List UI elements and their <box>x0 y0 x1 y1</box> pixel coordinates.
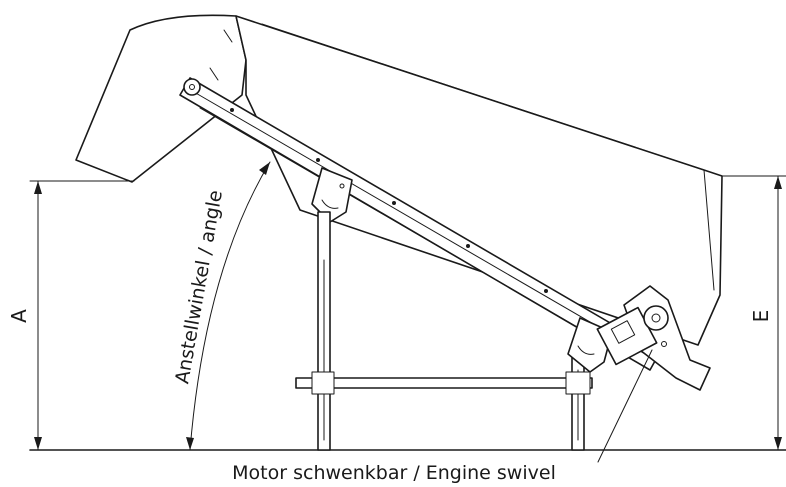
gearbox-window <box>610 320 636 344</box>
conveyor-beam <box>179 77 661 371</box>
angle-arc-arrow-bottom <box>186 437 194 450</box>
cover-top-fold <box>261 23 705 171</box>
brace-clamp-left <box>311 371 335 395</box>
angle-arc <box>189 161 271 451</box>
drive-pulley-hub <box>651 313 661 323</box>
chute-edge <box>209 67 219 81</box>
dimension-e-arrow-top <box>774 176 782 189</box>
head-pulley <box>183 78 201 96</box>
brace-clamp-right <box>565 371 591 395</box>
bracket-slot <box>321 199 339 209</box>
dimension-a-arrow-bottom <box>34 437 42 450</box>
dimension-e-arrow-bottom <box>774 437 782 450</box>
angle-label: Anstellwinkel / angle <box>171 189 227 386</box>
cover-housing <box>235 15 723 346</box>
motor-leader-line <box>597 349 653 463</box>
bracket-bolt <box>339 183 345 189</box>
drive-pulley <box>643 305 669 331</box>
dimension-e-label: E <box>749 310 773 323</box>
cover-right-fold <box>703 169 715 291</box>
chute-edge <box>223 29 233 43</box>
beam-centerline <box>193 91 653 359</box>
beam-rivets <box>230 108 548 293</box>
upper-mount-bracket <box>311 167 353 223</box>
dimension-a-arrow-top <box>34 181 42 194</box>
cross-brace <box>295 377 593 389</box>
inlet-chute <box>75 14 247 183</box>
lower-bracket-slot <box>577 345 595 355</box>
angle-arc-arrow-top <box>259 162 270 175</box>
motor-swivel-label: Motor schwenkbar / Engine swivel <box>232 462 556 484</box>
head-pulley-hub <box>189 84 195 90</box>
motor-bolt <box>661 341 667 347</box>
dimension-a-label: A <box>7 309 31 323</box>
beam-underside <box>199 107 611 347</box>
